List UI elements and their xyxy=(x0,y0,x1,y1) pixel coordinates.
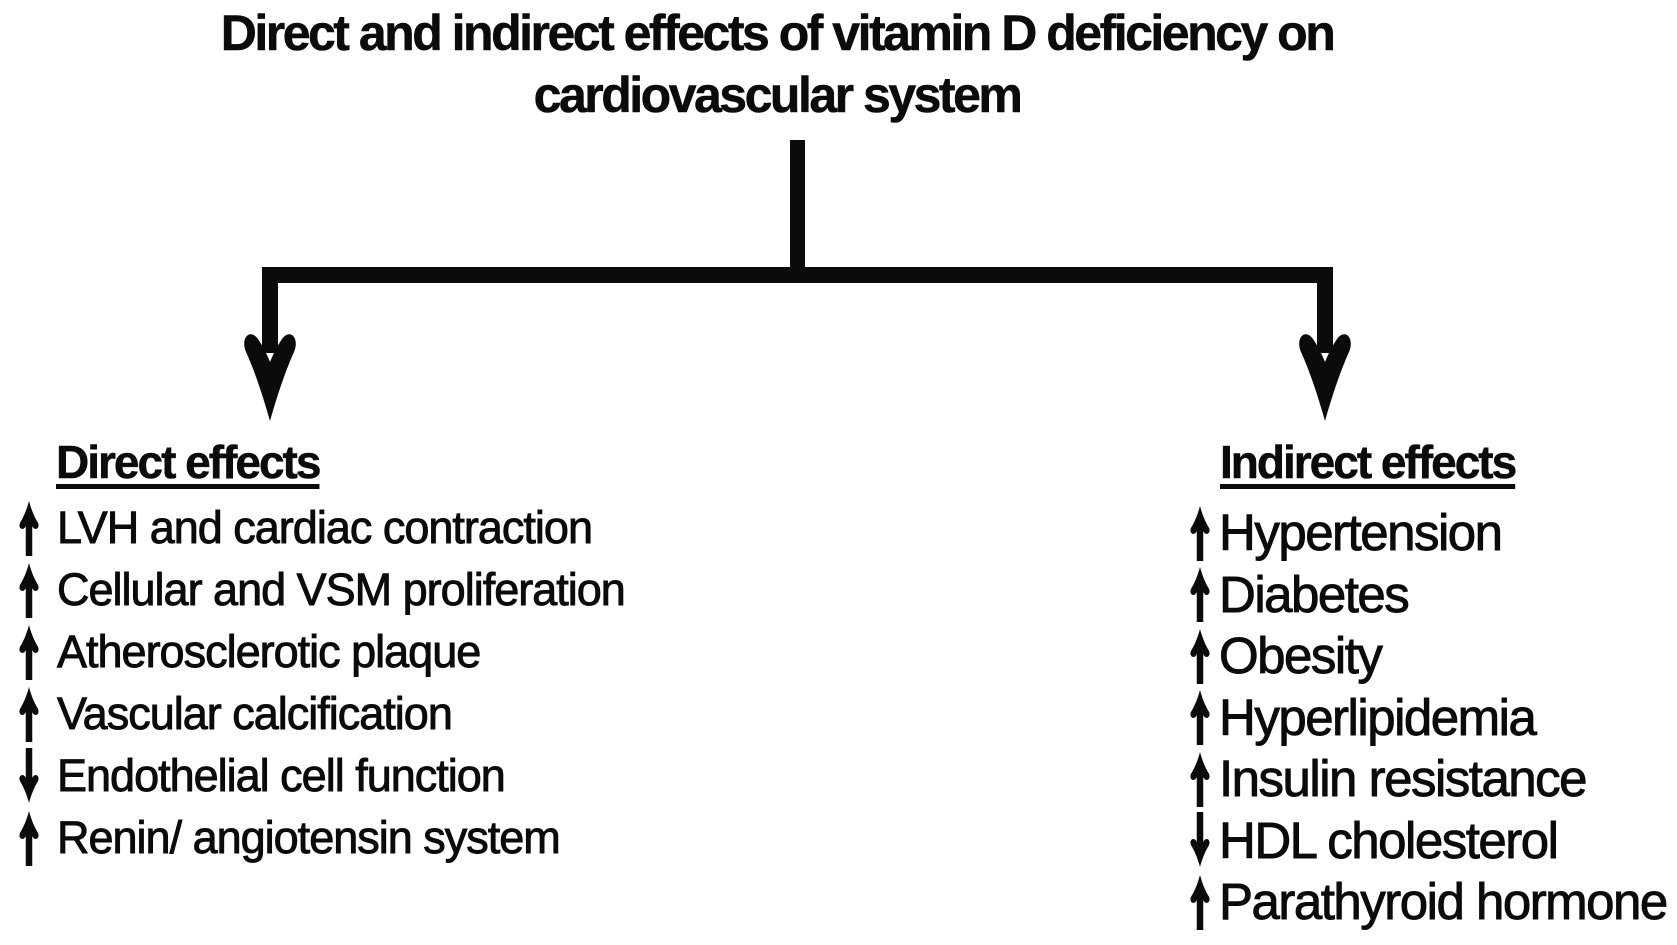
effect-item-label: Parathyroid hormone xyxy=(1219,873,1669,931)
branch-left-drop xyxy=(262,267,278,353)
up-arrow-icon xyxy=(1190,751,1210,807)
up-arrow-icon xyxy=(19,625,39,680)
indirect-effects-heading: Indirect effects xyxy=(1220,436,1518,488)
up-arrow-icon xyxy=(1190,505,1210,561)
effect-item: Hypertension xyxy=(1185,502,1667,564)
effect-item-label: HDL cholesterol xyxy=(1219,811,1560,869)
effect-item-label: Insulin resistance xyxy=(1219,750,1588,808)
indirect-effects-list: Hypertension Diabetes Obesity Hyperlipid… xyxy=(1185,502,1669,933)
effect-item: Atherosclerotic plaque xyxy=(14,621,625,683)
up-arrow-icon xyxy=(1190,567,1210,623)
effect-item: Parathyroid hormone xyxy=(1185,871,1669,933)
effect-item-label: Atherosclerotic plaque xyxy=(57,626,482,678)
down-arrow-icon xyxy=(1190,812,1210,868)
effect-item: Diabetes xyxy=(1185,564,1667,626)
effect-item-label: Cellular and VSM proliferation xyxy=(57,564,627,616)
effect-item-label: Diabetes xyxy=(1219,565,1411,623)
effect-item: Vascular calcification xyxy=(14,683,625,745)
effect-item: Cellular and VSM proliferation xyxy=(14,559,627,621)
direct-effects-heading: Direct effects xyxy=(56,436,322,488)
branch-stem xyxy=(790,140,805,274)
branch-crossbar xyxy=(262,267,1333,283)
effect-item-label: Endothelial cell function xyxy=(57,750,507,802)
up-arrow-icon xyxy=(19,811,39,866)
effect-item-label: Hypertension xyxy=(1219,504,1504,562)
up-arrow-icon xyxy=(1190,690,1210,746)
effect-item: Renin/ angiotensin system xyxy=(14,807,625,869)
branch-right-drop xyxy=(1317,267,1333,353)
effect-item: Endothelial cell function xyxy=(14,745,625,807)
effect-item-label: Renin/ angiotensin system xyxy=(57,812,562,864)
figure-title: Direct and indirect effects of vitamin D… xyxy=(0,2,1554,126)
effect-item: HDL cholesterol xyxy=(1185,810,1667,872)
down-arrow-icon xyxy=(19,748,39,803)
up-arrow-icon xyxy=(19,563,39,618)
up-arrow-icon xyxy=(1190,628,1210,684)
effect-item: Obesity xyxy=(1185,625,1667,687)
figure-title-line1: Direct and indirect effects of vitamin D… xyxy=(220,5,1336,62)
up-arrow-icon xyxy=(1190,874,1210,930)
effect-item-label: Vascular calcification xyxy=(57,688,454,740)
figure-title-line2: cardiovascular system xyxy=(533,67,1023,124)
up-arrow-icon xyxy=(19,687,39,742)
effect-item-label: Hyperlipidemia xyxy=(1219,688,1538,746)
up-arrow-icon xyxy=(19,501,39,556)
effect-item-label: Obesity xyxy=(1219,627,1384,685)
effect-item: Insulin resistance xyxy=(1185,748,1667,810)
direct-effects-list: LVH and cardiac contraction Cellular and… xyxy=(14,497,627,869)
effect-item-label: LVH and cardiac contraction xyxy=(57,502,594,554)
effect-item: LVH and cardiac contraction xyxy=(14,497,625,559)
effect-item: Hyperlipidemia xyxy=(1185,687,1667,749)
